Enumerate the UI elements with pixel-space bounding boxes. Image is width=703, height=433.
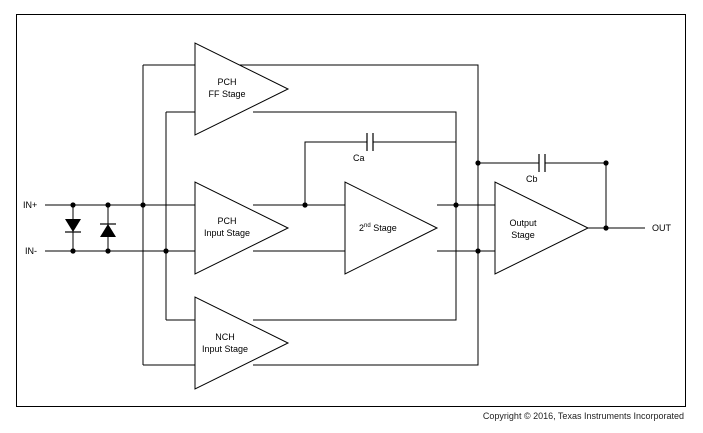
junction-dot bbox=[302, 202, 308, 208]
nch-input-label-1: NCH bbox=[215, 332, 235, 342]
ca-left-lead bbox=[304, 141, 367, 205]
junction-dot bbox=[105, 248, 111, 254]
in-minus-label: IN- bbox=[25, 246, 37, 256]
pch-input-label-1: PCH bbox=[217, 216, 236, 226]
junction-dot bbox=[453, 202, 459, 208]
junction-dot bbox=[105, 202, 111, 208]
junction-dot bbox=[70, 202, 76, 208]
junction-dot bbox=[603, 160, 609, 166]
junction-dot bbox=[70, 248, 76, 254]
in-plus-label: IN+ bbox=[23, 200, 37, 210]
second-stage-label: 2nd Stage bbox=[359, 223, 397, 233]
pch-ff-label-1: PCH bbox=[217, 77, 236, 87]
pch-ff-stage-triangle bbox=[194, 42, 290, 136]
second-stage-triangle bbox=[344, 181, 439, 275]
output-stage-label-1: Output bbox=[509, 218, 537, 228]
capacitor-ca bbox=[366, 133, 374, 151]
junction-dot bbox=[603, 225, 609, 231]
junction-dot bbox=[475, 160, 481, 166]
ff-nch-return bbox=[253, 111, 457, 321]
nch-input-label-2: Input Stage bbox=[202, 344, 248, 354]
cb-label: Cb bbox=[526, 174, 538, 184]
junction-dot bbox=[163, 248, 169, 254]
diagram-frame bbox=[16, 14, 686, 407]
out-label: OUT bbox=[652, 223, 672, 233]
capacitor-cb bbox=[538, 154, 546, 172]
junction-dot bbox=[475, 248, 481, 254]
output-stage-triangle bbox=[494, 181, 590, 275]
copyright-notice: Copyright © 2016, Texas Instruments Inco… bbox=[482, 411, 684, 421]
outer-right-loop bbox=[220, 64, 479, 366]
diode-1-icon bbox=[65, 219, 81, 233]
output-stage-label-2: Stage bbox=[511, 230, 535, 240]
nch-input-stage-triangle bbox=[194, 296, 290, 390]
junctions bbox=[70, 160, 609, 254]
diode-2-icon bbox=[100, 223, 116, 237]
pch-input-stage-triangle bbox=[194, 181, 290, 275]
ca-label: Ca bbox=[353, 153, 365, 163]
junction-dot bbox=[140, 202, 146, 208]
pch-ff-label-2: FF Stage bbox=[208, 89, 245, 99]
pch-input-label-2: Input Stage bbox=[204, 228, 250, 238]
